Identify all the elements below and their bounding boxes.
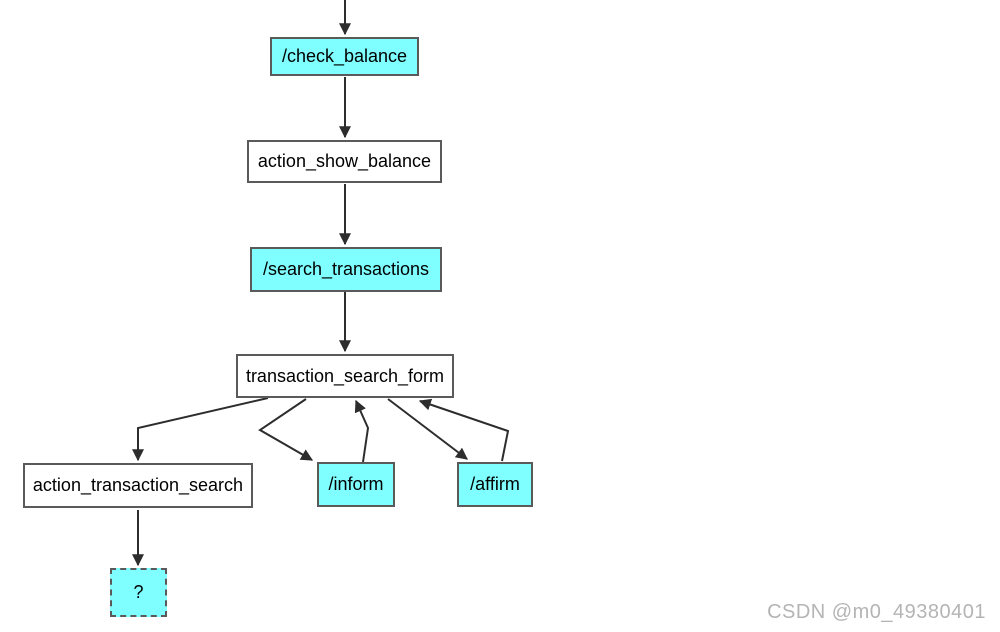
edge-form-to-inform — [258, 398, 314, 461]
edge-affirm-to-form — [418, 398, 510, 462]
node-transaction-search-form-label: transaction_search_form — [245, 365, 445, 386]
node-unknown: ? — [110, 568, 167, 617]
node-inform-label: /inform — [328, 474, 384, 494]
node-unknown-label: ? — [133, 582, 144, 602]
node-transaction-search-form: transaction_search_form — [236, 354, 454, 398]
watermark: CSDN @m0_49380401 — [767, 601, 986, 623]
node-action-transaction-search: action_transaction_search — [23, 463, 253, 508]
edge-inform-to-form — [354, 399, 370, 463]
node-affirm: /affirm — [457, 462, 533, 507]
node-affirm-label: /affirm — [470, 474, 520, 494]
node-action-show-balance: action_show_balance — [247, 140, 442, 183]
edge-form-to-affirm — [387, 398, 468, 460]
node-search-transactions-label: /search_transactions — [262, 259, 430, 279]
node-action-transaction-search-label: action_transaction_search — [32, 475, 244, 495]
edge-form-to-action-transaction-search — [132, 397, 269, 462]
node-inform: /inform — [317, 462, 395, 507]
node-check-balance: /check_balance — [270, 37, 419, 76]
node-search-transactions: /search_transactions — [250, 247, 442, 292]
node-check-balance-label: /check_balance — [281, 46, 408, 66]
node-action-show-balance-label: action_show_balance — [257, 151, 432, 171]
